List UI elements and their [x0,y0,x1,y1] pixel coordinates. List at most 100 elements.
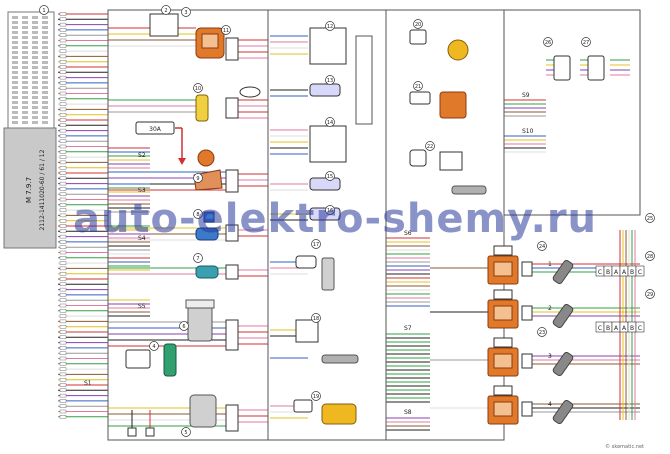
callout-number: 19 [313,394,319,400]
maf-sensor-top [185,299,215,309]
ecu-pin-number [59,309,67,313]
callout-number: 25 [647,216,653,222]
ecu-pin [12,111,18,114]
coolant-sensor-icon [195,94,209,122]
ecu-pin-number [59,298,67,302]
ecu-pin-number [59,282,67,286]
ecu-pin [22,61,28,64]
ecu-pin [22,36,28,39]
ecu-pin [32,116,38,119]
ecu-pin-number [59,60,67,64]
ecu-pin-number [59,213,67,218]
callout-circle [39,5,49,15]
callout-number: 26 [545,40,551,46]
ecu-pin [42,101,48,104]
ecu-pin [42,46,48,49]
ecu-pin-number [59,346,67,350]
ecu-pin [22,51,28,54]
ecu-pin-number [59,208,67,212]
ecu-pin [32,21,38,24]
fuel-relay-icon [309,27,347,65]
bundle-label-s7: S7 [404,325,412,332]
components [125,13,605,432]
ecu-pin-number [59,256,67,260]
ecu-pin-number [59,139,67,143]
coil-window [493,401,513,417]
callout-circle [645,213,655,223]
callout-circle [193,173,203,183]
switch-connector-26 [553,55,571,81]
ecu-pin [22,76,28,79]
bundle-label-s9: S9 [522,92,530,99]
ecu-pin-number [59,229,67,234]
ecu-pin [12,121,18,124]
callout-circle [181,7,191,17]
right-panel-border [385,9,505,441]
ecu-pin-number [59,240,67,244]
ecu-pin [12,86,18,89]
ecu-pin-number [59,38,67,43]
ecu-pin-number [59,218,67,223]
callout-number: 29 [647,292,653,298]
cylinder-number: 3 [548,353,552,360]
watermark-small: © skematic.net [605,443,644,450]
o2-plug-icon [295,319,319,343]
ignition-pin-letter: B [630,325,634,332]
ecu-pin [42,26,48,29]
ecu-pin [32,76,38,79]
ecu-pin-number [59,181,67,186]
phase-sensor-icon [321,257,335,291]
ground-terminal-1 [127,427,137,437]
callout-circle [581,37,591,47]
callout-number: 11 [223,28,229,34]
callout-number: 13 [327,78,333,84]
ecu-pin [22,41,28,44]
ignition-pin-letter: A [614,325,619,332]
ecu-pin-number [59,44,67,48]
ecu-pin-number [59,81,67,85]
coil-plug [493,245,513,256]
ecu-pin [12,66,18,69]
coil-window [493,261,513,277]
callout-number: 6 [182,324,185,330]
ignition-pin-box [635,321,645,333]
diag-connector-icon [149,13,179,37]
callout-circle [537,241,547,251]
callout-number: 1 [42,8,45,14]
ecu-pin [42,86,48,89]
ecu-pin-number [59,272,67,276]
bundle-label-s10: S10 [522,128,534,135]
phase-sensor-plug-icon [295,255,317,269]
ignition-pin-box [635,265,645,277]
ecu-pin-number [59,319,67,324]
ecu-pin [42,111,48,114]
coolant-connector [225,97,239,119]
ecu-pin [22,56,28,59]
ecu-pin [12,21,18,24]
callout-circle [645,289,655,299]
ecu-pin [22,111,28,114]
callout-number: 15 [327,174,333,180]
ecu-pin [32,66,38,69]
callout-circle [325,21,335,31]
bundle-label-s8: S8 [404,409,412,416]
ignition-module-icon [439,91,467,119]
ecu-pin [32,91,38,94]
ecu-pin-number [59,176,67,181]
ecu-pin [42,66,48,69]
callout-circle [181,427,191,437]
ecu-pin-number [59,378,67,382]
callout-circle [193,209,203,219]
ecu-pin-number [59,340,67,345]
throttle-connector [225,37,239,61]
ecu-pin [12,91,18,94]
ecu-model: M 7.9.7 [25,177,33,203]
ecu-pin-number [59,12,67,16]
callout-circle [193,83,203,93]
ecu-pin-number [59,97,67,101]
ecu-pin-number [59,245,67,249]
ecu-pin [22,66,28,69]
ecu-pin [42,91,48,94]
ecu-pin-number [59,356,67,361]
